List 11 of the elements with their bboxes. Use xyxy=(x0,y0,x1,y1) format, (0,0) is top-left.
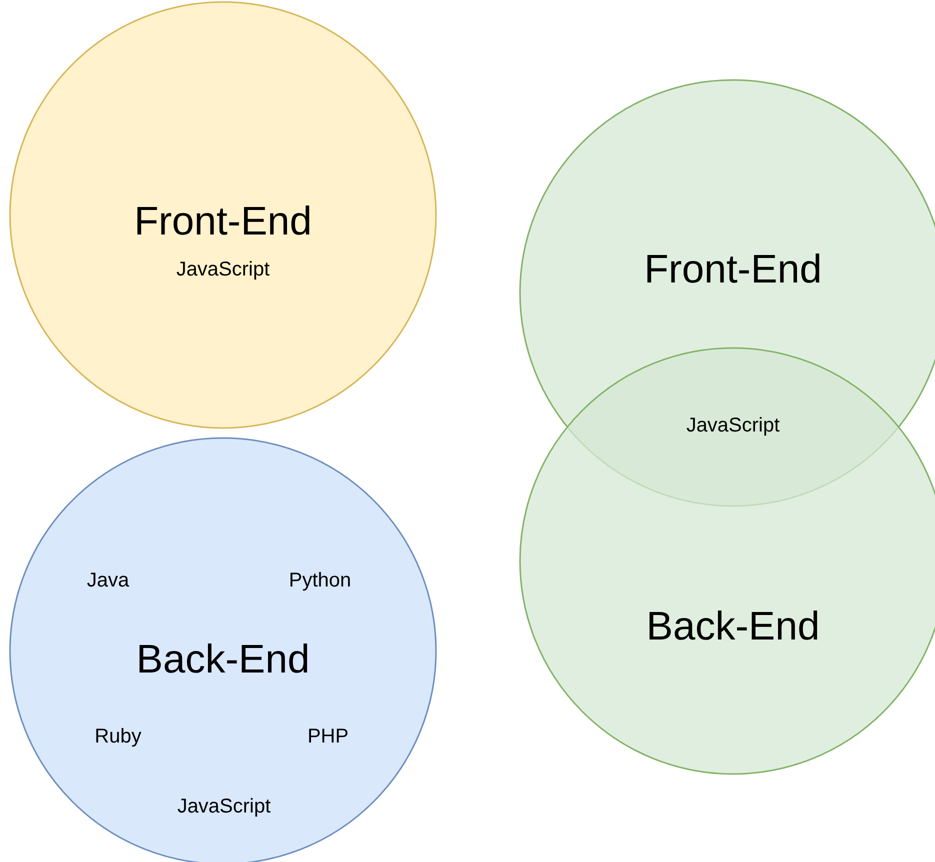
language-label: Ruby xyxy=(94,726,142,748)
language-label: JavaScript xyxy=(176,258,270,282)
circle-title: Front-End xyxy=(644,248,822,292)
language-label: Java xyxy=(86,570,130,592)
overlap-label: JavaScript xyxy=(686,414,780,438)
language-label: Python xyxy=(288,570,352,592)
circle-title: Back-End xyxy=(646,604,820,650)
circle-title: Front-End xyxy=(134,200,312,244)
language-label: JavaScript xyxy=(177,796,271,818)
language-label: PHP xyxy=(307,726,349,748)
circle-title: Back-End xyxy=(136,638,310,682)
